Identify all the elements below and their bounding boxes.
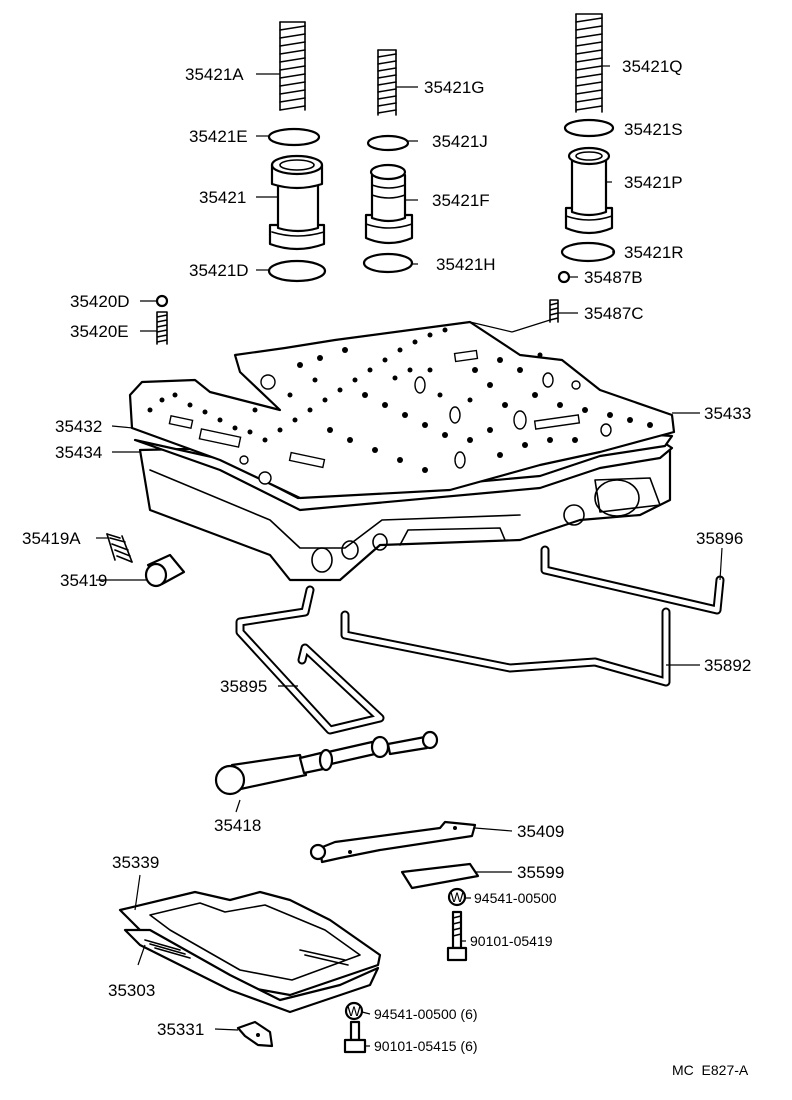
spring-35420E — [156, 311, 168, 345]
label-35421: 35421 — [199, 188, 246, 207]
plate-holes — [147, 327, 653, 485]
spring-35487C — [549, 299, 559, 323]
washer-94541-00500: W — [447, 887, 467, 907]
label-35487C: 35487C — [584, 304, 644, 323]
plate-35599 — [400, 862, 480, 890]
o-ring-35421J — [366, 134, 410, 152]
label-35421R: 35421R — [624, 243, 684, 262]
piston-35421P — [564, 146, 614, 235]
bolt-90101-05419 — [446, 910, 468, 962]
label-35419: 35419 — [60, 571, 107, 590]
spring-35421Q — [575, 13, 603, 113]
spring-35421G — [377, 49, 397, 116]
label-35421H: 35421H — [436, 255, 496, 274]
spring-35419A — [106, 533, 133, 563]
label-35421F: 35421F — [432, 191, 490, 210]
label-35421D: 35421D — [189, 261, 249, 280]
check-ball-35420D — [155, 294, 169, 308]
washer-mark-2: W — [347, 1003, 361, 1019]
strainer-gasket-35339 — [118, 890, 382, 997]
label-35418: 35418 — [214, 816, 261, 835]
label-35421P: 35421P — [624, 173, 683, 192]
label-35599: 35599 — [517, 863, 564, 882]
diagram-code: MC E827-A — [672, 1062, 749, 1078]
label-94541-00500: 94541-00500 — [474, 890, 557, 906]
label-35433: 35433 — [704, 404, 751, 423]
label-35409: 35409 — [517, 822, 564, 841]
label-35421S: 35421S — [624, 120, 683, 139]
o-ring-35421S — [563, 118, 615, 138]
part-labels: 35421A 35421G 35421Q 35421E 35421J 35421… — [22, 57, 751, 1078]
label-35420E: 35420E — [70, 322, 129, 341]
pipe-35895 — [235, 585, 385, 735]
leader-lines — [96, 65, 723, 1047]
detent-spring-35409 — [309, 820, 477, 864]
label-35421Q: 35421Q — [622, 57, 683, 76]
o-ring-35421E — [267, 127, 321, 147]
pipe-35896 — [540, 545, 725, 615]
label-35419A: 35419A — [22, 529, 81, 548]
piston-35421F — [364, 163, 414, 245]
label-35331: 35331 — [157, 1020, 204, 1039]
o-ring-35421D — [267, 259, 327, 283]
label-35487B: 35487B — [584, 268, 643, 287]
o-ring-35421H — [362, 252, 414, 274]
o-ring-35421R — [560, 241, 616, 263]
washer-mark: W — [450, 889, 464, 905]
label-35421J: 35421J — [432, 132, 488, 151]
label-35892: 35892 — [704, 656, 751, 675]
label-35421G: 35421G — [424, 78, 485, 97]
manual-valve-35418 — [214, 730, 439, 796]
bolt-90101-05415-6 — [343, 1020, 367, 1054]
label-35432: 35432 — [55, 417, 102, 436]
label-35421E: 35421E — [189, 127, 248, 146]
pipe-35892 — [340, 607, 671, 687]
oil-strainer-35303 — [123, 928, 380, 1014]
plug-35419 — [144, 553, 186, 588]
separator-plate-35433 — [128, 320, 676, 500]
label-35339: 35339 — [112, 853, 159, 872]
label-90101-05415-6: 90101-05415 (6) — [374, 1038, 478, 1054]
spring-35421A — [279, 21, 306, 111]
label-90101-05419: 90101-05419 — [470, 933, 553, 949]
piston-35421 — [268, 154, 326, 251]
label-35421A: 35421A — [185, 65, 244, 84]
label-94541-00500-6: 94541-00500 (6) — [374, 1006, 478, 1022]
bracket-35331 — [236, 1020, 274, 1048]
label-35896: 35896 — [696, 529, 743, 548]
label-35303: 35303 — [108, 981, 155, 1000]
label-35895: 35895 — [220, 677, 267, 696]
label-35420D: 35420D — [70, 292, 130, 311]
check-ball-35487B — [557, 270, 571, 284]
washer-94541-00500-6: W — [344, 1001, 364, 1021]
label-35434: 35434 — [55, 443, 102, 462]
